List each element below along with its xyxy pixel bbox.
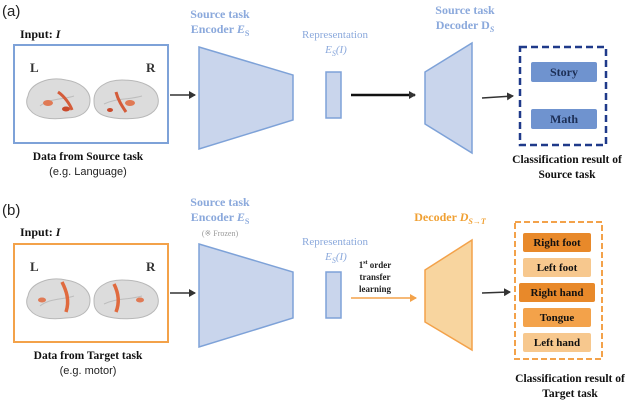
- panel-b-class-box-1: [523, 233, 591, 252]
- panel-b-decoder-title: Decoder DS→T: [414, 210, 487, 226]
- panel-b-class-box-4: [523, 308, 591, 327]
- panel-b-result-box: [514, 221, 603, 360]
- panel-b-label: (b): [2, 202, 20, 219]
- panel-a-decoder-title-line1: Source task: [435, 3, 495, 17]
- panel-a-representation-bar: [325, 71, 342, 119]
- panel-a-input-label: Input: I: [20, 27, 62, 41]
- panel-a-left-hemisphere-label: L: [30, 60, 39, 75]
- panel-a-data-caption: Data from Source task: [33, 151, 144, 163]
- panel-b-result-caption-line2: Target task: [542, 388, 598, 400]
- panel-b-class-label-4: Tongue: [540, 312, 575, 324]
- panel-b-encoder-frozen-note: (※ Frozen): [202, 229, 239, 238]
- panel-a-result-caption-line1: Classification result of: [512, 154, 622, 166]
- panel-b-transfer-label-line2: transfer: [360, 272, 391, 282]
- panel-b-representation-label: Representation: [302, 236, 368, 248]
- panel-a: (a) Input: I L R Data from Source task (…: [2, 3, 622, 181]
- panel-b-transfer-label-line1: 1st order: [359, 260, 392, 270]
- panel-b-representation-expr: ES(I): [324, 251, 347, 265]
- panel-b-encoder-shape: [198, 242, 294, 349]
- panel-b-class-label-5: Left hand: [534, 337, 580, 349]
- panel-a-class-box-1: [531, 62, 597, 82]
- panel-b-class-box-2: [523, 258, 591, 277]
- panel-b-data-example: (e.g. motor): [60, 365, 117, 377]
- panel-b-class-box-3: [519, 283, 595, 302]
- panel-a-label: (a): [2, 3, 20, 20]
- panel-b: (b) Input: I L R Data from Target task (…: [2, 195, 625, 400]
- panel-b-right-hemisphere-label: R: [146, 259, 156, 274]
- panel-a-class-label-1: Story: [550, 65, 578, 79]
- panel-a-result-box: [518, 45, 608, 147]
- panel-b-brain-right-image: [93, 279, 159, 320]
- panel-b-class-label-3: Right hand: [531, 287, 584, 299]
- panel-b-data-caption: Data from Target task: [34, 350, 143, 362]
- panel-b-transfer-label-line3: learning: [359, 284, 392, 294]
- panel-a-encoder-title-line1: Source task: [190, 7, 250, 21]
- panel-b-decoder-shape: [424, 238, 473, 352]
- panel-b-arrow-decoder-to-result: [481, 288, 511, 297]
- panel-b-result-caption-line1: Classification result of: [515, 373, 625, 385]
- panel-b-class-box-5: [523, 333, 591, 352]
- panel-a-representation-expr: ES(I): [324, 44, 347, 58]
- panel-a-decoder-shape: [424, 41, 473, 155]
- panel-a-representation-label: Representation: [302, 29, 368, 41]
- panel-a-encoder-title-line2: Encoder ES: [191, 22, 250, 38]
- panel-b-encoder-title-line1: Source task: [190, 195, 250, 209]
- panel-b-input-label: Input: I: [20, 225, 62, 239]
- panel-b-representation-bar: [325, 271, 342, 319]
- panel-a-class-box-2: [531, 109, 597, 129]
- panel-a-brain-right-image: [93, 79, 159, 120]
- panel-a-class-label-2: Math: [550, 112, 578, 126]
- panel-b-class-label-2: Left foot: [537, 262, 578, 274]
- panel-b-left-hemisphere-label: L: [30, 259, 39, 274]
- panel-a-arrow-decoder-to-result: [481, 92, 514, 101]
- panel-a-encoder-shape: [198, 45, 294, 151]
- panel-b-class-label-1: Right foot: [533, 237, 581, 249]
- panel-a-decoder-title-line2: Decoder DS: [436, 18, 495, 34]
- panel-b-encoder-title-line2: Encoder ES: [191, 210, 250, 226]
- panel-a-data-example: (e.g. Language): [49, 166, 127, 178]
- panel-a-brain-left-image: [26, 78, 91, 120]
- panel-a-right-hemisphere-label: R: [146, 60, 156, 75]
- panel-a-result-caption-line2: Source task: [539, 169, 597, 181]
- panel-b-brain-left-image: [26, 278, 91, 320]
